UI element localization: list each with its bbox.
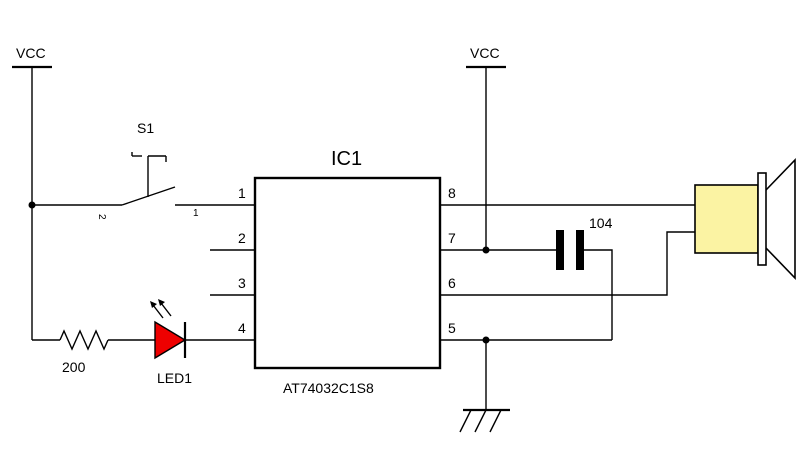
ic-label: IC1 [331, 148, 362, 170]
resistor-200 [59, 329, 109, 351]
ic-pin-2: 2 [238, 230, 246, 246]
wire-pin6-speaker [440, 231, 695, 296]
vcc-label-right: VCC [470, 45, 500, 61]
ic-pin-3: 3 [238, 275, 246, 291]
ic-pin-5: 5 [448, 320, 456, 336]
speaker-symbol [694, 158, 796, 280]
switch-pin-left-label: 2 [96, 214, 107, 220]
resistor-label: 200 [62, 359, 86, 375]
capacitor-104 [556, 230, 584, 270]
wire-cap-to-ground [584, 249, 613, 340]
vcc-label-left: VCC [16, 45, 46, 61]
ic-pin-4: 4 [238, 320, 246, 336]
led-symbol [150, 299, 187, 360]
junction-pin7 [482, 246, 490, 254]
capacitor-label: 104 [589, 215, 613, 231]
ground-symbol [459, 408, 510, 433]
ic-pin-6: 6 [448, 275, 456, 291]
switch-pin-right-label: 1 [193, 208, 199, 219]
ic-pin-8: 8 [448, 185, 456, 201]
ic1-body [253, 176, 442, 370]
led-label: LED1 [157, 370, 192, 386]
switch-s1 [32, 152, 255, 206]
ic-pin-1: 1 [238, 185, 246, 201]
vcc-symbol-right [466, 65, 506, 250]
ic-pin-7: 7 [448, 230, 456, 246]
ic-part-label: AT74032C1S8 [283, 380, 374, 396]
switch-label: S1 [137, 120, 154, 136]
